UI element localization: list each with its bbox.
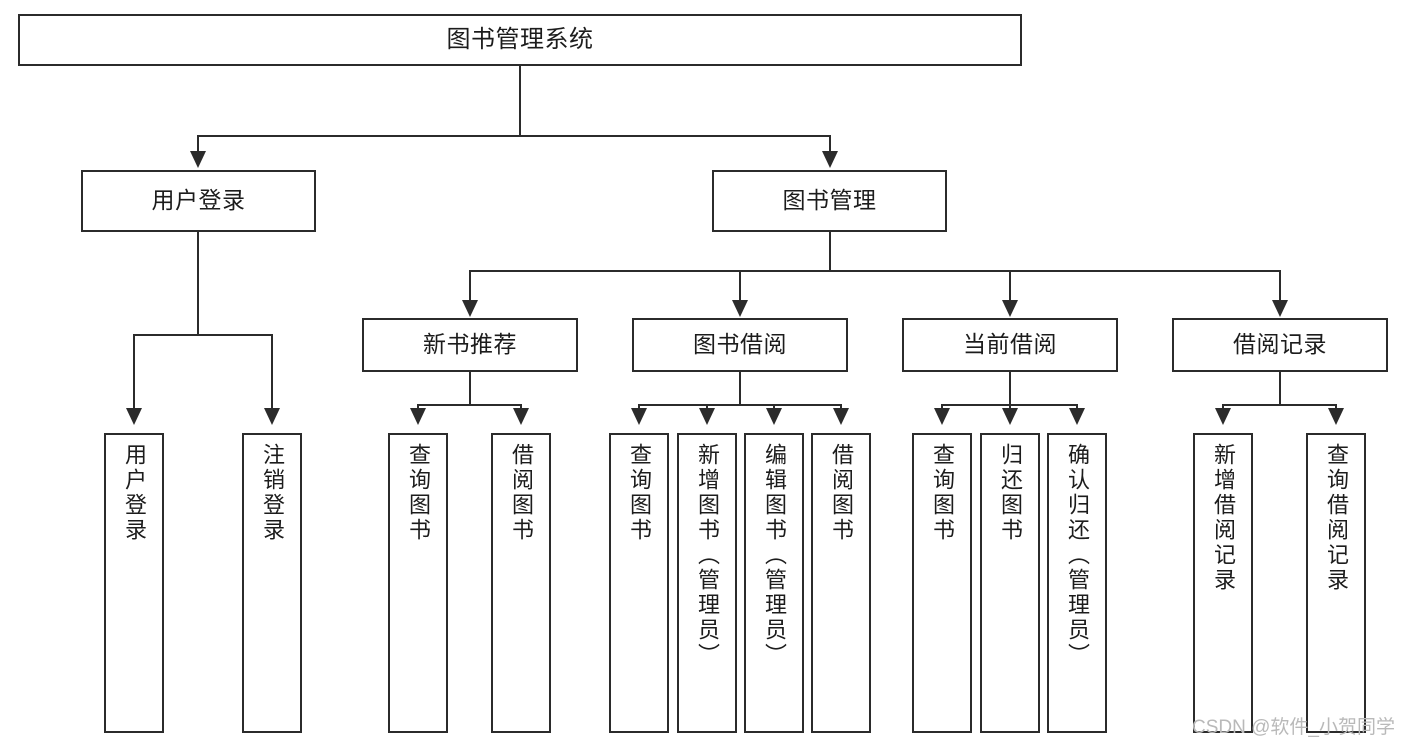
- node-label: 编辑图书（管理员）: [762, 443, 787, 668]
- connector-drop-leaf-current-borrow-2: [1076, 404, 1078, 410]
- arrowhead-leaf-user-login-0: [126, 408, 142, 425]
- arrowhead-leaf-current-borrow-2: [1069, 408, 1085, 425]
- node-root-system[interactable]: 图书管理系统: [18, 14, 1022, 66]
- leaf-book-borrow-add[interactable]: 新增图书（管理员）: [677, 433, 737, 733]
- connector-book-manage-stem: [829, 232, 831, 272]
- connector-root-stem: [519, 66, 521, 136]
- arrowhead-level3-2: [1002, 300, 1018, 317]
- node-label: 查询图书: [627, 443, 652, 543]
- connector-drop-leaf-new-book-0: [417, 404, 419, 410]
- node-label: 新增借阅记录: [1211, 443, 1236, 593]
- connector-drop-leaf-book-borrow-1: [706, 404, 708, 410]
- leaf-current-borrow-confirm-return[interactable]: 确认归还（管理员）: [1047, 433, 1107, 733]
- connector-borrow-record-bus: [1222, 404, 1337, 406]
- leaf-new-book-borrow[interactable]: 借阅图书: [491, 433, 551, 733]
- connector-new-book-stem: [469, 372, 471, 406]
- connector-new-book-bus: [417, 404, 522, 406]
- arrowhead-leaf-book-borrow-2: [766, 408, 782, 425]
- connector-drop-leaf-new-book-1: [520, 404, 522, 410]
- connector-drop-user-login: [197, 135, 199, 153]
- arrowhead-level3-3: [1272, 300, 1288, 317]
- connector-drop-leaf-borrow-record-0: [1222, 404, 1224, 410]
- arrowhead-leaf-current-borrow-1: [1002, 408, 1018, 425]
- connector-drop-level3-1: [739, 270, 741, 302]
- node-current-borrow[interactable]: 当前借阅: [902, 318, 1118, 372]
- node-label: 注销登录: [260, 443, 285, 543]
- connector-drop-leaf-user-login-1: [271, 334, 273, 410]
- node-user-login[interactable]: 用户登录: [81, 170, 316, 232]
- connector-borrow-record-stem: [1279, 372, 1281, 406]
- connector-drop-leaf-book-borrow-2: [773, 404, 775, 410]
- leaf-current-borrow-return[interactable]: 归还图书: [980, 433, 1040, 733]
- node-label: 查询借阅记录: [1324, 443, 1349, 593]
- leaf-borrow-record-add[interactable]: 新增借阅记录: [1193, 433, 1253, 733]
- connector-level2-bus: [197, 135, 831, 137]
- watermark: CSDN @软件_小贺同学: [1192, 717, 1395, 738]
- leaf-user-login-logout[interactable]: 注销登录: [242, 433, 302, 733]
- node-label: 图书管理系统: [446, 25, 594, 53]
- connector-drop-leaf-book-borrow-3: [840, 404, 842, 410]
- connector-drop-level3-0: [469, 270, 471, 302]
- connector-drop-level3-2: [1009, 270, 1011, 302]
- node-label: 归还图书: [998, 443, 1023, 543]
- arrowhead-leaf-current-borrow-0: [934, 408, 950, 425]
- connector-drop-book-manage: [829, 135, 831, 153]
- arrowhead-level3-1: [732, 300, 748, 317]
- connector-current-borrow-stem: [1009, 372, 1011, 406]
- leaf-current-borrow-query[interactable]: 查询图书: [912, 433, 972, 733]
- connector-level3-bus: [469, 270, 1281, 272]
- node-label: 新增图书（管理员）: [695, 443, 720, 668]
- node-label: 借阅记录: [1233, 331, 1327, 358]
- connector-user-login-bus: [133, 334, 273, 336]
- node-borrow-record[interactable]: 借阅记录: [1172, 318, 1388, 372]
- connector-book-borrow-bus: [638, 404, 842, 406]
- node-label: 当前借阅: [963, 331, 1057, 358]
- connector-drop-leaf-current-borrow-0: [941, 404, 943, 410]
- arrowhead-leaf-user-login-1: [264, 408, 280, 425]
- leaf-book-borrow-borrow[interactable]: 借阅图书: [811, 433, 871, 733]
- node-label: 查询图书: [406, 443, 431, 543]
- leaf-new-book-query[interactable]: 查询图书: [388, 433, 448, 733]
- leaf-borrow-record-query[interactable]: 查询借阅记录: [1306, 433, 1366, 733]
- connector-drop-leaf-book-borrow-0: [638, 404, 640, 410]
- connector-book-borrow-stem: [739, 372, 741, 406]
- connector-drop-leaf-user-login-0: [133, 334, 135, 410]
- node-label: 借阅图书: [829, 443, 854, 543]
- connector-drop-level3-3: [1279, 270, 1281, 302]
- node-label: 查询图书: [930, 443, 955, 543]
- arrowhead-leaf-borrow-record-0: [1215, 408, 1231, 425]
- arrowhead-user-login: [190, 151, 206, 168]
- arrowhead-leaf-new-book-0: [410, 408, 426, 425]
- arrowhead-leaf-book-borrow-0: [631, 408, 647, 425]
- connector-drop-leaf-borrow-record-1: [1335, 404, 1337, 410]
- node-label: 图书管理: [782, 187, 877, 214]
- leaf-book-borrow-edit[interactable]: 编辑图书（管理员）: [744, 433, 804, 733]
- arrowhead-leaf-new-book-1: [513, 408, 529, 425]
- arrowhead-leaf-book-borrow-3: [833, 408, 849, 425]
- leaf-book-borrow-query[interactable]: 查询图书: [609, 433, 669, 733]
- node-new-book-recommend[interactable]: 新书推荐: [362, 318, 578, 372]
- connector-drop-leaf-current-borrow-1: [1009, 404, 1011, 410]
- arrowhead-book-manage: [822, 151, 838, 168]
- arrowhead-leaf-book-borrow-1: [699, 408, 715, 425]
- leaf-user-login-login[interactable]: 用户登录: [104, 433, 164, 733]
- arrowhead-leaf-borrow-record-1: [1328, 408, 1344, 425]
- node-label: 图书借阅: [693, 331, 787, 358]
- connector-user-login-stem: [197, 232, 199, 336]
- node-label: 确认归还（管理员）: [1065, 443, 1090, 668]
- node-label: 新书推荐: [423, 331, 517, 358]
- arrowhead-level3-0: [462, 300, 478, 317]
- node-label: 用户登录: [122, 443, 147, 543]
- node-book-borrow[interactable]: 图书借阅: [632, 318, 848, 372]
- node-label: 用户登录: [151, 187, 246, 214]
- node-label: 借阅图书: [509, 443, 534, 543]
- node-book-management[interactable]: 图书管理: [712, 170, 947, 232]
